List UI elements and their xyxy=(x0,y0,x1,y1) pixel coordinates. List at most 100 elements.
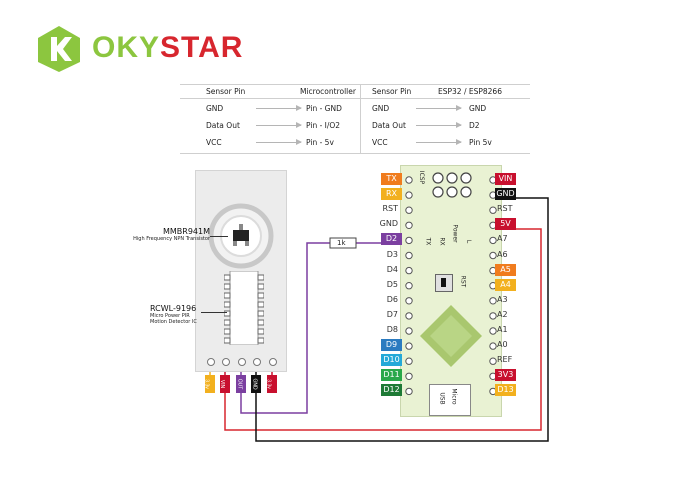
pin-hole xyxy=(405,387,413,396)
table-top-rule xyxy=(180,84,530,85)
power-wire xyxy=(224,228,542,431)
pin-hole xyxy=(489,327,497,335)
right-row-to: D2 xyxy=(469,121,480,130)
left-row-from: VCC xyxy=(206,138,222,147)
right-row-to: Pin 5v xyxy=(469,138,492,147)
arrow-icon xyxy=(256,139,302,145)
pin-hole xyxy=(405,327,413,335)
right-row-to: GND xyxy=(469,104,487,113)
sensor-pin: OUT xyxy=(236,375,246,393)
pin-hole xyxy=(489,312,497,320)
left-header-to: Microcontroller xyxy=(300,87,356,96)
reset-button xyxy=(435,274,453,292)
sensor-pin: VIN xyxy=(219,375,230,393)
board-pin-d5: D5 xyxy=(386,279,398,289)
board-pin-3v3: 3V3 xyxy=(495,369,516,382)
pin-hole xyxy=(405,312,413,320)
right-row-from: GND xyxy=(372,104,390,113)
board-pin-a3: A3 xyxy=(497,294,508,304)
brand-name-part1: OKY xyxy=(92,31,161,64)
sensor-pin: GND xyxy=(251,375,261,393)
arrow-icon xyxy=(416,105,462,111)
pin-hole xyxy=(489,206,497,214)
pin-hole xyxy=(405,372,413,381)
arrow-icon xyxy=(416,139,462,145)
arrow-icon xyxy=(256,122,302,128)
transistor-desc: High Frequency NPN Transistor xyxy=(133,236,210,242)
sensor-pin-labels: 3.3v VIN OUT GND 3.3v xyxy=(203,375,285,395)
pin-hole xyxy=(405,297,413,305)
board-pin-ref: REF xyxy=(497,355,513,365)
table-divider xyxy=(360,84,361,154)
brand-name: OKYSTAR xyxy=(92,31,243,65)
board-pin-gnd: GND xyxy=(495,188,516,201)
sensor-pin-label: OUT xyxy=(236,378,243,390)
pin-hole xyxy=(405,282,413,290)
pin-hole xyxy=(405,251,413,260)
board-pin-rst: RST xyxy=(382,204,398,214)
right-row-from: VCC xyxy=(372,138,388,147)
microcontroller-board: ICSP TX RX Power L RST Micro USB xyxy=(400,165,502,417)
arrow-icon xyxy=(416,122,462,128)
resistor-label: 1k xyxy=(337,239,346,247)
ic-desc-line1: Micro Power PIR xyxy=(150,313,190,319)
board-pin-a2: A2 xyxy=(497,309,508,319)
left-row-from: GND xyxy=(206,104,224,113)
ic-desc-line2: Motion Detector IC xyxy=(150,319,197,325)
pin-hole xyxy=(489,297,497,305)
usb-label-line2: USB xyxy=(438,392,446,405)
pin-hole xyxy=(489,251,497,260)
pin-hole xyxy=(405,236,413,245)
pin-mapping-table: Sensor Pin Microcontroller Sensor Pin ES… xyxy=(180,84,530,154)
left-row-from: Data Out xyxy=(206,121,240,130)
pin-hole xyxy=(405,342,413,350)
board-pin-rst: RST xyxy=(497,204,513,214)
board-pin-rx: RX xyxy=(381,188,402,201)
header-pins xyxy=(207,358,277,366)
board-pin-gnd: GND xyxy=(379,219,398,229)
reset-button-label: RST xyxy=(459,275,467,288)
tx-led-label: TX xyxy=(424,237,432,246)
board-pin-5v: 5V xyxy=(495,218,516,231)
power-led-label: Power xyxy=(451,224,459,243)
left-row-to: Pin - 5v xyxy=(306,138,334,147)
board-pin-d8: D8 xyxy=(386,325,398,334)
right-header-to: ESP32 / ESP8266 xyxy=(438,87,502,96)
sensor-module xyxy=(195,170,287,372)
icsp-label: ICSP xyxy=(418,170,426,185)
sensor-pin-label: VIN xyxy=(219,379,226,389)
callout-line xyxy=(210,236,228,237)
table-header-rule xyxy=(180,98,530,99)
sensor-pin-label: 3.3v xyxy=(203,379,210,389)
ic-chip-icon xyxy=(224,271,264,345)
pin-hole xyxy=(405,221,413,229)
ground-wire xyxy=(255,197,549,442)
board-pin-a6: A6 xyxy=(497,249,508,259)
board-pin-d6: D6 xyxy=(386,294,398,304)
sensor-pin: 3.3v xyxy=(265,375,277,393)
board-pin-d10: D10 xyxy=(381,354,402,367)
board-pin-d11: D11 xyxy=(381,369,402,382)
usb-label-line1: Micro xyxy=(450,388,458,405)
pin-hole xyxy=(405,191,413,199)
sensor-pin-label: GND xyxy=(251,378,258,390)
board-pin-a0: A0 xyxy=(497,340,508,350)
transistor-callout: MMBR941M High Frequency NPN Transistor xyxy=(130,227,210,242)
left-header-from: Sensor Pin xyxy=(206,87,246,96)
left-row-to: Pin - GND xyxy=(306,104,342,113)
rx-led-label: RX xyxy=(438,237,446,246)
pin-hole xyxy=(405,176,413,184)
sensor-pin-label: 3.3v xyxy=(265,379,272,389)
arrow-icon xyxy=(256,105,302,111)
board-pin-holes xyxy=(405,176,497,396)
board-pin-d3: D3 xyxy=(386,249,398,259)
pin-hole xyxy=(489,236,497,245)
board-pin-d12: D12 xyxy=(381,384,402,397)
board-pin-a4: A4 xyxy=(495,278,516,291)
icsp-header-icon xyxy=(432,172,472,198)
ic-label: RCWL-9196 xyxy=(150,304,197,313)
board-pin-a5: A5 xyxy=(495,263,516,276)
board-pin-a1: A1 xyxy=(497,325,508,334)
